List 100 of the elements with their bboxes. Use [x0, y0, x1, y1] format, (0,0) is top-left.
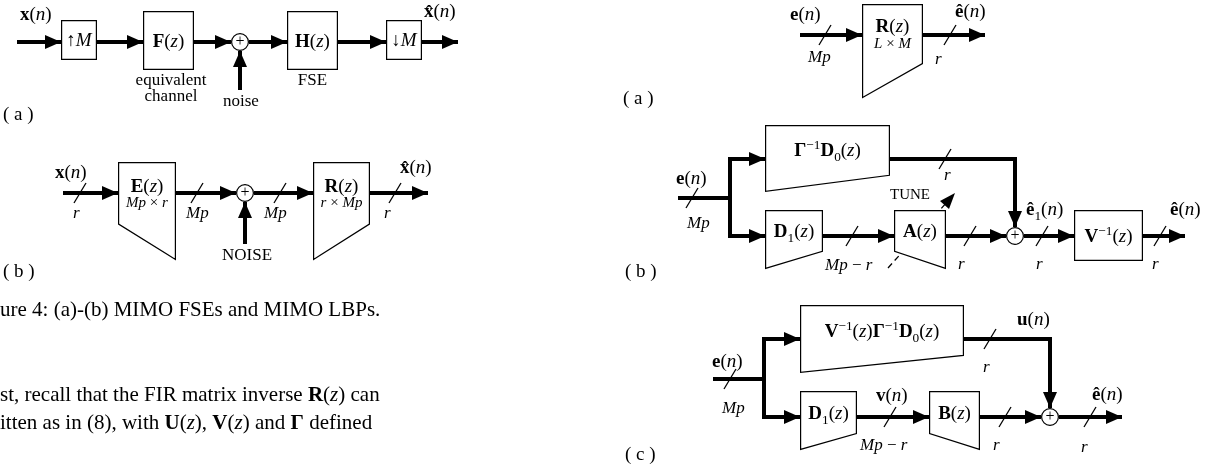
signal-label: ê(n)	[1092, 384, 1123, 405]
plus-sign: +	[1045, 407, 1055, 425]
bus-width-label: r	[983, 358, 990, 377]
block-label: D$_{1}$(z)	[808, 402, 849, 423]
block-label: A(z)	[903, 220, 937, 241]
signal-arrow	[678, 196, 765, 243]
signal-arrow	[254, 186, 313, 200]
signal-arrow	[1059, 410, 1122, 424]
signal-label: e(n)	[712, 351, 743, 372]
bus-width-label: Mp	[687, 214, 710, 233]
block-label: E(z)	[130, 175, 164, 196]
signal-arrow	[194, 35, 231, 49]
dimension-text: L × M	[874, 36, 911, 52]
plus-sign: +	[240, 183, 250, 201]
signal-arrow	[890, 157, 1022, 227]
block-label: R(z)	[324, 175, 359, 196]
summing-junction	[236, 184, 254, 202]
body-text: st, recall that the FIR matrix inverse R(z) can	[0, 383, 380, 407]
block-box	[143, 11, 194, 70]
signal-label: Mp	[264, 204, 287, 223]
signal-arrow	[800, 28, 862, 42]
filter-block	[765, 125, 890, 192]
plus-sign: +	[235, 32, 245, 50]
panel-label: ( b )	[3, 261, 35, 282]
signal-arrow	[1024, 229, 1074, 243]
bus-width-label: Mp	[808, 48, 831, 67]
bus-width-label: Mp	[722, 399, 745, 418]
filter-block	[800, 305, 964, 373]
signal-arrow	[964, 337, 1057, 408]
signal-arrow	[370, 186, 428, 200]
filter-block	[862, 4, 923, 98]
block-label: B(z)	[938, 402, 971, 423]
panel-label: ( a )	[3, 104, 34, 125]
block-box	[1074, 210, 1143, 261]
signal-arrow	[238, 202, 252, 244]
signal-arrow	[946, 229, 1006, 243]
body-text: itten as in (8), with U(z), V(z) and Γ defined	[0, 411, 373, 435]
filter-block	[765, 210, 823, 269]
bus-width-label: r	[1081, 438, 1088, 457]
block-label: ↑M	[66, 30, 92, 50]
signal-arrow	[17, 35, 61, 49]
summing-junction	[231, 33, 249, 51]
signal-arrow	[857, 410, 929, 424]
bus-width-label: r	[1152, 255, 1159, 274]
signal-arrow	[63, 186, 118, 200]
block-label: D$_{1}$(z)	[773, 220, 815, 241]
block-caption: equivalent channel	[134, 72, 208, 105]
signal-arrow	[823, 229, 894, 243]
summing-junction	[1041, 408, 1059, 426]
dimension-text: Mp × r	[126, 195, 168, 212]
signal-label: r	[958, 255, 965, 274]
signal-label: x̂(n)	[400, 157, 432, 178]
signal-arrow	[97, 35, 143, 49]
block-box	[287, 11, 338, 70]
filter-block	[118, 162, 176, 260]
block-label: V$^{−1}$(z)	[1084, 225, 1133, 246]
signal-label: x(n)	[20, 4, 52, 25]
signal-label: e(n)	[676, 168, 707, 189]
filter-block	[929, 391, 980, 450]
bus-width-label: Mp − r	[860, 436, 908, 455]
block-box	[386, 20, 422, 60]
filter-block	[800, 391, 857, 450]
signal-arrow	[249, 35, 287, 49]
signal-label: r	[993, 436, 1000, 455]
figure-caption: ure 4: (a)-(b) MIMO FSEs and MIMO LBPs.	[0, 298, 381, 322]
filter-block	[313, 162, 370, 260]
block-label: Γ$^{−1}$D$_{0}$(z)	[794, 140, 861, 161]
panel-label: ( b )	[625, 261, 657, 282]
signal-label: ê$_{1}$(n)	[1026, 199, 1064, 220]
bus-width-label: r	[73, 204, 80, 223]
signal-arrow	[713, 377, 800, 424]
plus-sign: +	[1010, 226, 1020, 244]
block-label: R(z)	[875, 16, 910, 37]
signal-label: x̂(n)	[424, 1, 456, 22]
signal-label: v(n)	[876, 385, 908, 406]
panel-label: ( c )	[625, 444, 656, 465]
signal-label: ê(n)	[1170, 199, 1201, 220]
block-label: F(z)	[152, 30, 185, 51]
signal-label: Mp − r	[825, 256, 873, 275]
block-label: ↓M	[391, 30, 417, 50]
signal-label: x(n)	[55, 162, 87, 183]
signal-label: r	[944, 166, 951, 185]
signal-label: ê(n)	[955, 1, 986, 22]
dimension-text: r × Mp	[320, 195, 363, 212]
signal-label: e(n)	[790, 4, 821, 25]
signal-arrow	[923, 28, 985, 42]
summing-junction	[1006, 227, 1024, 245]
bus-width-label: r	[1036, 255, 1043, 274]
block-box	[61, 20, 97, 60]
signal-arrow	[1143, 229, 1185, 243]
signal-arrow	[422, 35, 458, 49]
signal-arrow	[980, 410, 1041, 424]
signal-label: u(n)	[1017, 309, 1050, 330]
filter-block	[894, 210, 946, 269]
panel-label: ( a )	[623, 88, 654, 109]
signal-label: NOISE	[222, 246, 273, 265]
bus-width-label: r	[384, 204, 391, 223]
control-label: TUNE	[890, 186, 930, 203]
block-caption: FSE	[296, 72, 329, 89]
signal-arrow	[233, 51, 247, 90]
